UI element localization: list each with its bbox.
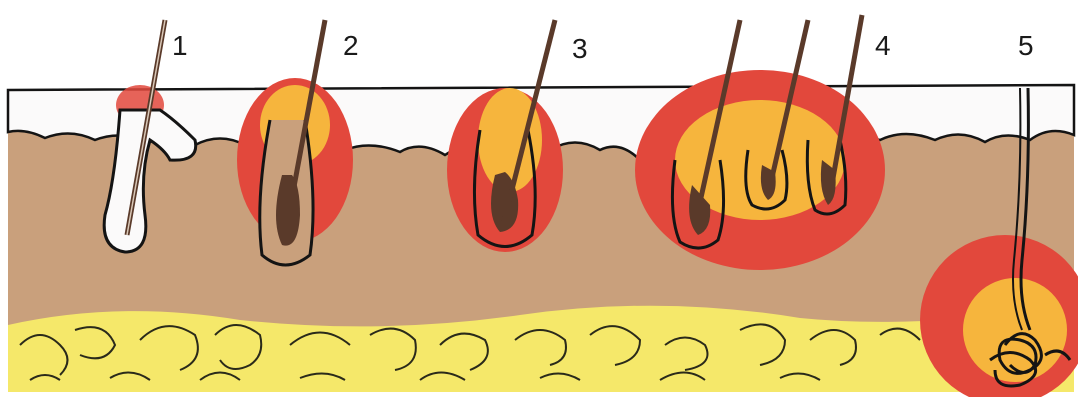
follicle-3 xyxy=(447,20,563,252)
label-2: 2 xyxy=(343,30,359,61)
label-1: 1 xyxy=(172,30,188,61)
follicle-4 xyxy=(635,15,885,270)
label-5: 5 xyxy=(1018,30,1034,61)
label-3: 3 xyxy=(572,33,588,64)
label-4: 4 xyxy=(875,30,891,61)
